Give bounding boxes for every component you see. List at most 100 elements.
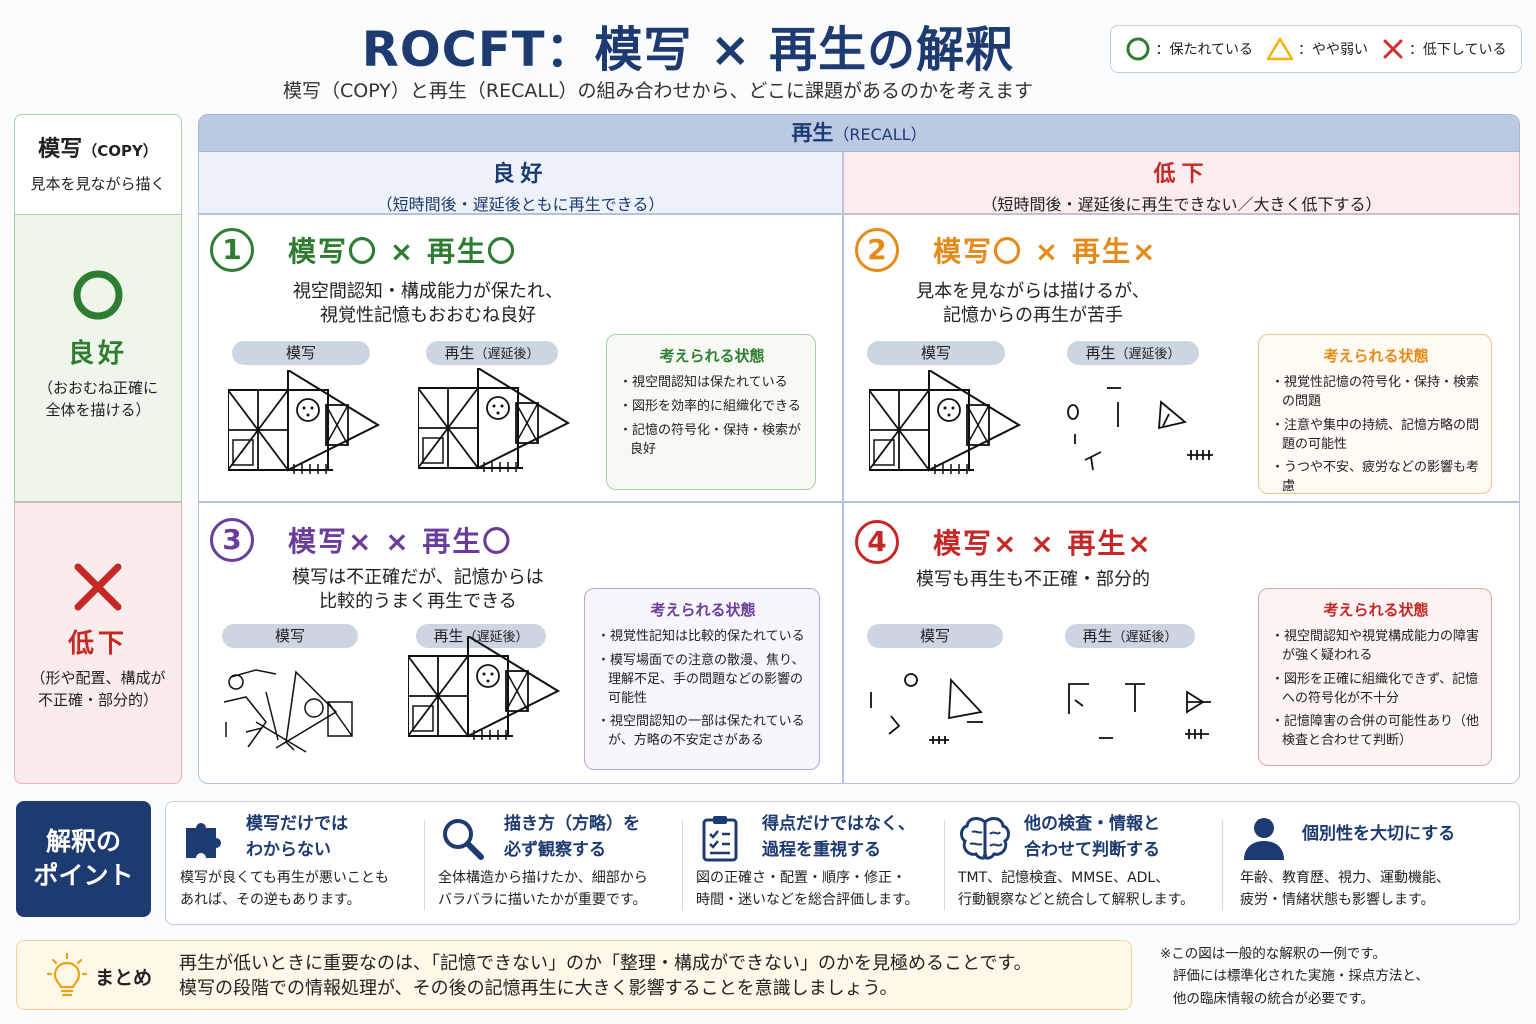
point-item: 模写だけではわからない 模写が良くても再生が悪いこともあれば、その逆もあります。	[166, 802, 424, 926]
row-good-label: 良好	[67, 339, 128, 369]
copy-pill: 模写	[232, 341, 370, 365]
point-separator	[1222, 820, 1223, 910]
column-good-title: 良好	[492, 162, 549, 187]
point-desc-line2: バラバラに描いたかが重要です。	[438, 891, 647, 908]
quadrant-title: 模写× × 再生×	[933, 527, 1153, 560]
state-box: 考えられる状態 視空間認知や視覚構成能力の障害が強く疑われる 図形を正確に組織化…	[1258, 588, 1492, 766]
point-item: 描き方（方略）を必ず観察する 全体構造から描けたか、細部からバラバラに描いたかが…	[424, 802, 682, 926]
copy-drawing-partial	[870, 673, 983, 744]
quadrant-number: 1	[210, 228, 254, 272]
points-label: 解釈の ポイント	[16, 801, 151, 917]
point-item: 個別性を大切にする 年齢、教育歴、視力、運動機能、疲労・情緒状態も影響します。	[1222, 802, 1520, 926]
page-subtitle: 模写（COPY）と再生（RECALL）の組み合わせから、どこに課題があるのかを考…	[283, 80, 1033, 102]
state-item: 模写場面での注意の散漫、焦り、理解不足、手の問題などの影響の可能性	[597, 652, 809, 709]
triangle-icon	[1266, 37, 1294, 61]
point-title-line2: 過程を重視する	[762, 839, 881, 860]
state-item: 視空間認知は保たれている	[619, 374, 805, 393]
column-bad-title: 低下	[1153, 162, 1210, 187]
row-bad-desc1: （形や配置、構成が	[30, 669, 166, 687]
state-item: 記憶障害の合併の可能性あり（他検査と合わせて判断）	[1271, 713, 1481, 751]
quadrant-description: 模写も再生も不正確・部分的	[883, 568, 1183, 592]
recall-title: 再生	[791, 121, 834, 145]
recall-header: 再生（RECALL）	[198, 114, 1520, 152]
point-separator	[944, 820, 945, 910]
recall-pill-label: 再生	[444, 344, 475, 362]
point-desc-line2: 時間・迷いなどを総合評価します。	[696, 891, 919, 908]
quadrant-desc-line2: 比較的うまく再生できる	[319, 591, 517, 613]
point-desc-line1: 年齢、教育歴、視力、運動機能、	[1240, 870, 1450, 886]
copy-pill: 模写	[867, 341, 1005, 365]
quadrant-title: 模写〇 × 再生×	[933, 235, 1158, 268]
copy-drawing	[869, 370, 1020, 475]
legend-weak-label: ：やや弱い	[1298, 42, 1368, 58]
point-desc-line1: TMT、記憶検査、MMSE、ADL、	[958, 870, 1170, 886]
state-item: うつや不安、疲労などの影響も考慮	[1271, 459, 1481, 497]
footnote-line1: ※この図は一般的な解釈の一例です。	[1160, 946, 1386, 962]
point-item: 得点だけではなく、過程を重視する 図の正確さ・配置・順序・修正・時間・迷いなどを…	[682, 802, 944, 926]
circle-icon	[1126, 37, 1150, 61]
legend-item-weak: ：やや弱い	[1266, 36, 1368, 62]
quadrant-number: 2	[855, 228, 899, 272]
point-separator	[682, 820, 683, 910]
quadrant-desc-line2: 記憶からの再生が苦手	[943, 305, 1123, 327]
quadrant-number: 3	[210, 518, 254, 562]
recall-pill: 再生（遅延後）	[426, 341, 558, 365]
recall-pill-note: （遅延後）	[1112, 630, 1178, 645]
quadrant-desc-line1: 模写は不正確だが、記憶からは	[292, 567, 544, 588]
row-good-desc1: （おおむね正確に	[37, 379, 158, 397]
state-item: 図形を効率的に組織化できる	[619, 398, 805, 417]
recall-drawing	[408, 636, 559, 741]
interpretation-points: 模写だけではわからない 模写が良くても再生が悪いこともあれば、その逆もあります。…	[165, 801, 1520, 925]
quadrant-title: 模写× × 再生〇	[288, 525, 513, 558]
row-bad-desc2: 不正確・部分的）	[37, 690, 158, 709]
quadrant-description: 視空間認知・構成能力が保たれ、 視覚性記憶もおおむね良好	[258, 280, 598, 329]
point-title-line2: 必ず観察する	[504, 839, 606, 860]
copy-drawing	[228, 370, 379, 475]
state-item: 視覚性記憶の符号化・保持・検索の問題	[1271, 374, 1481, 412]
summary-line2: 模写の段階での情報処理が、その後の記憶再生に大きく影響することを意識しましょう。	[179, 978, 898, 1000]
point-item: 他の検査・情報と合わせて判断する TMT、記憶検査、MMSE、ADL、行動観察な…	[944, 802, 1222, 926]
footnote-line3: 他の臨床情報の統合が必要です。	[1172, 990, 1375, 1007]
circle-icon	[73, 270, 123, 320]
quadrant-desc-line2: 視覚性記憶もおおむね良好	[320, 305, 536, 327]
point-title-line1: 描き方（方略）を	[504, 814, 640, 834]
copy-pill: 模写	[867, 624, 1003, 648]
point-desc-line1: 模写が良くても再生が悪いことも	[180, 870, 389, 886]
state-item: 注意や集中の持続、記憶方略の問題の可能性	[1271, 417, 1481, 455]
quadrant-1: 1 模写〇 × 再生〇 視空間認知・構成能力が保たれ、 視覚性記憶もおおむね良好…	[198, 214, 843, 502]
summary-line1: 再生が低いときに重要なのは、「記憶できない」のか「整理・構成ができない」のかを見…	[179, 953, 1032, 974]
quadrant-desc-line1: 見本を見ながらは描けるが、	[916, 281, 1150, 302]
cross-icon	[74, 563, 122, 611]
recall-title-en: （RECALL）	[833, 125, 927, 144]
recall-pill-label: 再生	[1085, 344, 1116, 362]
recall-drawing-fragmented	[1067, 387, 1213, 471]
recall-drawing-partial	[1068, 683, 1211, 739]
copy-title-en: （COPY）	[82, 142, 158, 160]
point-desc-line1: 図の正確さ・配置・順序・修正・	[696, 870, 906, 886]
copy-drawing-distorted	[223, 669, 353, 753]
legend-item-good: ：保たれている	[1125, 36, 1253, 62]
recall-pill: 再生（遅延後）	[1067, 341, 1199, 365]
state-item: 図形を正確に組織化できず、記憶への符号化が不十分	[1271, 671, 1481, 709]
puzzle-icon	[186, 823, 221, 858]
cross-icon	[1383, 39, 1403, 59]
quadrant-title: 模写〇 × 再生〇	[288, 235, 517, 268]
recall-pill-note: （遅延後）	[474, 347, 540, 362]
column-header-bad: 低下 （短時間後・遅延後に再生できない／大きく低下する）	[843, 152, 1520, 214]
state-item: 記憶の符号化・保持・検索が良好	[619, 422, 805, 460]
legend-item-low: ：低下している	[1381, 37, 1507, 61]
grid-divider-vertical	[842, 214, 844, 784]
brain-icon	[960, 817, 1010, 860]
lightbulb-icon	[47, 953, 87, 997]
quadrant-description: 模写は不正確だが、記憶からは 比較的うまく再生できる	[248, 566, 588, 615]
person-icon	[1244, 818, 1284, 860]
state-box: 考えられる状態 視覚性記憶の符号化・保持・検索の問題 注意や集中の持続、記憶方略…	[1258, 334, 1492, 494]
point-title-line1: 他の検査・情報と	[1024, 814, 1160, 834]
state-box: 考えられる状態 視空間認知は保たれている 図形を効率的に組織化できる 記憶の符号…	[606, 334, 816, 490]
summary-box: まとめ 再生が低いときに重要なのは、「記憶できない」のか「整理・構成ができない」…	[16, 940, 1132, 1010]
footnote: ※この図は一般的な解釈の一例です。 評価には標準化された実施・採点方法と、 他の…	[1160, 943, 1429, 1010]
recall-pill-note: （遅延後）	[1115, 347, 1181, 362]
row-label-bad: 低下 （形や配置、構成が不正確・部分的）	[14, 502, 182, 784]
recall-pill: 再生（遅延後）	[416, 624, 546, 648]
point-title-line1: 得点だけではなく、	[762, 814, 915, 834]
